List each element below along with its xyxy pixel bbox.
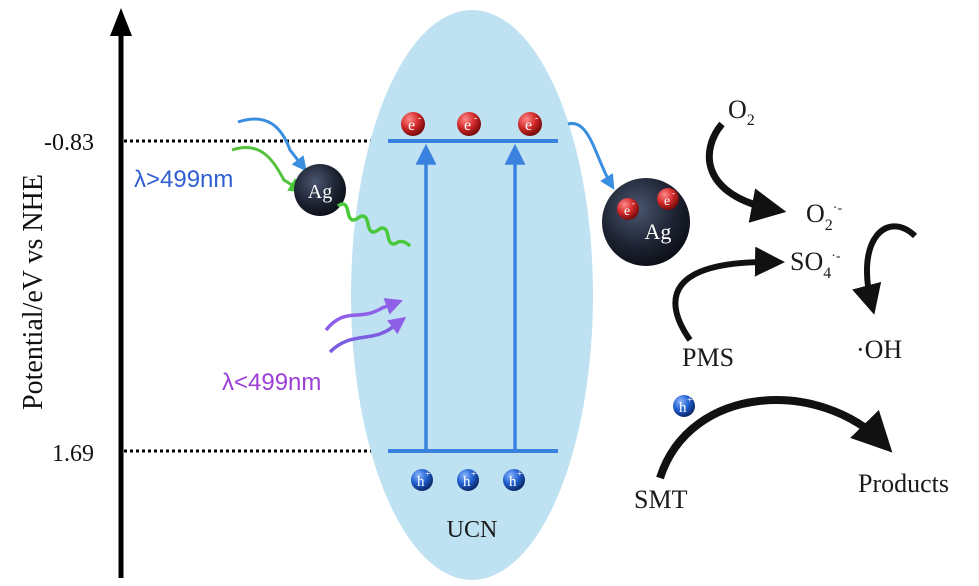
hole: h + xyxy=(673,395,695,417)
plasmon-wave xyxy=(336,202,412,248)
ucn-label: UCN xyxy=(447,517,498,543)
tick-label-top: -0.83 xyxy=(44,130,94,156)
potential-axis xyxy=(110,8,132,578)
visible-light-ray-2 xyxy=(231,146,304,193)
svg-text:h: h xyxy=(463,474,471,490)
pms-label: PMS xyxy=(682,343,734,372)
ag-nanoparticle-small: Ag xyxy=(294,164,346,216)
svg-text:e: e xyxy=(624,204,630,219)
svg-text:h: h xyxy=(417,474,425,490)
svg-text:-: - xyxy=(535,113,538,124)
hydroxyl-formation-arrow xyxy=(852,223,918,315)
svg-text:+: + xyxy=(425,469,431,480)
hydroxyl-label: ·OH xyxy=(856,335,902,364)
svg-text:+: + xyxy=(517,469,523,480)
smt-oxidation-arrow xyxy=(656,396,893,480)
ag-nanoparticle-large: e - e - Ag xyxy=(602,178,690,266)
hole: h + xyxy=(503,469,525,491)
tick-label-bottom: 1.69 xyxy=(52,441,94,467)
sulfate-radical-label: SO4·- xyxy=(790,247,841,282)
smt-label: SMT xyxy=(634,485,688,514)
o2-label: O2 xyxy=(728,95,755,129)
o2-reduction-arrow xyxy=(705,121,787,223)
svg-text:e: e xyxy=(525,117,532,134)
products-label: Products xyxy=(858,469,949,498)
svg-text:e: e xyxy=(408,117,415,134)
hole: h + xyxy=(411,469,433,491)
electron: e - xyxy=(457,112,481,136)
electron: e - xyxy=(401,112,425,136)
ucn-ellipse xyxy=(351,10,593,580)
electron-transfer-arrow xyxy=(567,122,615,190)
uv-light-ray-2 xyxy=(328,316,407,354)
svg-text:-: - xyxy=(632,198,635,208)
svg-text:-: - xyxy=(474,113,477,124)
svg-text:Ag: Ag xyxy=(645,219,672,244)
superoxide-label: O2·- xyxy=(806,199,842,234)
pms-activation-arrow xyxy=(672,246,785,342)
hole: h + xyxy=(457,469,479,491)
svg-text:e: e xyxy=(664,194,670,209)
uv-light-label: λ<499nm xyxy=(222,369,321,396)
svg-text:-: - xyxy=(418,113,421,124)
svg-text:h: h xyxy=(679,400,687,416)
visible-light-label: λ>499nm xyxy=(134,166,233,193)
svg-text:+: + xyxy=(471,469,477,480)
svg-text:-: - xyxy=(672,188,675,198)
svg-text:h: h xyxy=(509,474,517,490)
visible-light-ray-1 xyxy=(237,117,307,172)
svg-text:Ag: Ag xyxy=(308,181,332,203)
svg-text:+: + xyxy=(687,395,693,406)
svg-text:e: e xyxy=(464,117,471,134)
axis-label: Potential/eV vs NHE xyxy=(18,174,49,410)
electron: e - xyxy=(518,112,542,136)
uv-light-ray-1 xyxy=(324,298,403,332)
